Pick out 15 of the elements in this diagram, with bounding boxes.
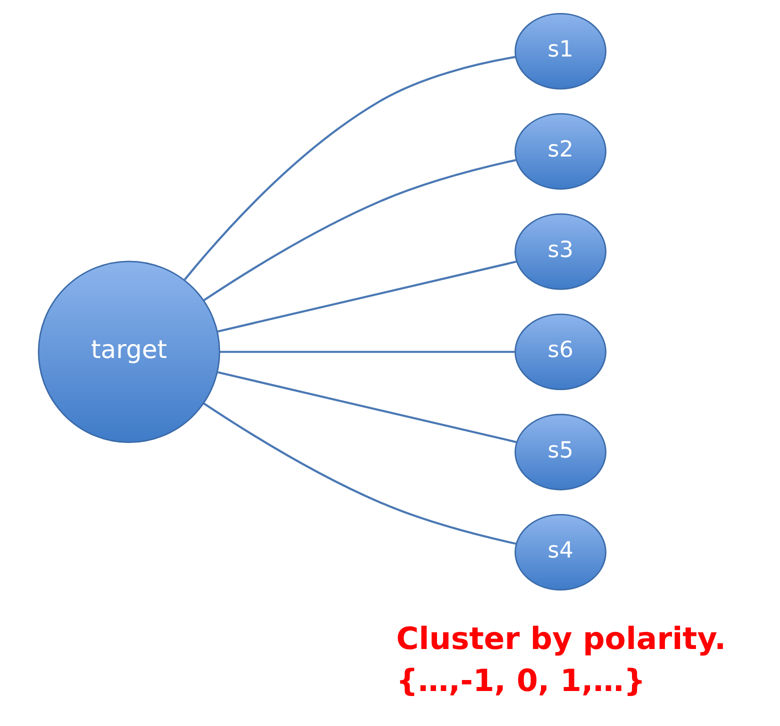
node-ellipse: s3 [514, 213, 606, 290]
label: Cluster by polarity. [396, 622, 726, 658]
connector [203, 158, 517, 302]
connector [217, 260, 517, 332]
node-circle: target [38, 260, 220, 444]
connector [220, 350, 516, 353]
connector [203, 402, 517, 545]
node-ellipse: s1 [514, 12, 606, 90]
connector [184, 56, 516, 280]
label: {…,-1, 0, 1,…} [396, 664, 646, 699]
connector [217, 371, 517, 444]
node-ellipse: s2 [514, 113, 606, 190]
node-ellipse: s5 [514, 414, 606, 490]
node-ellipse: s6 [514, 314, 606, 390]
node-ellipse: s4 [514, 514, 606, 591]
